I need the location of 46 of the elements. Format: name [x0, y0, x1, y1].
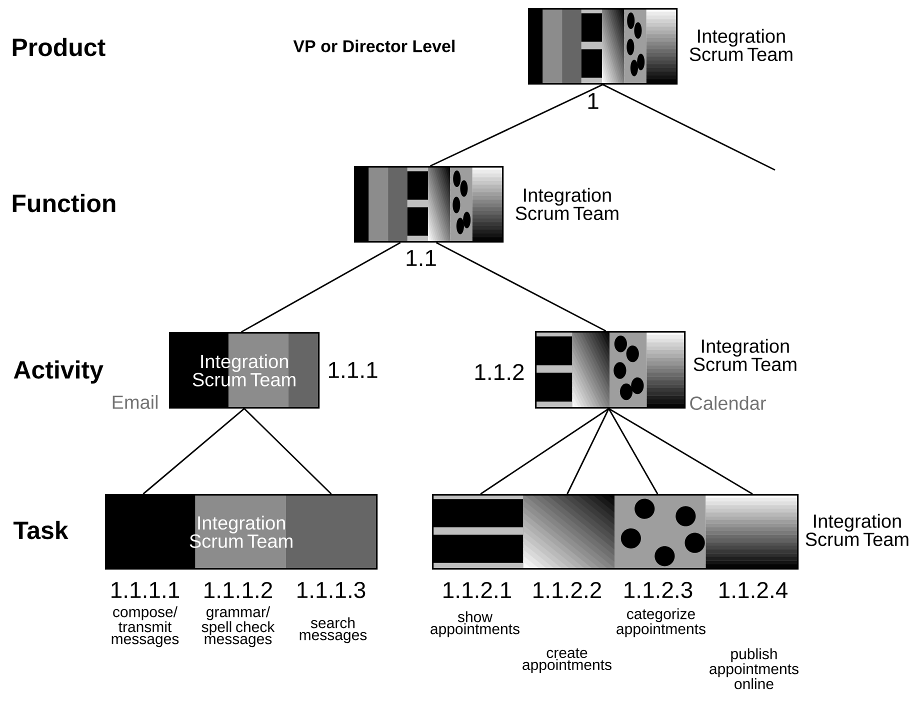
connector-line: [430, 84, 604, 167]
segment-block: [523, 494, 614, 568]
level-heading: Function: [12, 194, 116, 212]
level-note: VP or Director Level: [293, 40, 454, 52]
connector-line: [480, 408, 610, 495]
area-label: Email: [112, 395, 158, 409]
task-number: 1.1.2.1: [444, 582, 512, 598]
task-description: categorize appointments: [616, 608, 706, 638]
task-number: 1.1.1.2: [204, 582, 272, 598]
task-description: grammar/ spell check messages: [202, 606, 275, 648]
team-label: Integration Scrum Team: [806, 514, 908, 546]
task-number: 1.1.1.1: [112, 582, 180, 598]
task-description: create appointments: [522, 648, 612, 673]
task-description: publish appointments online: [710, 648, 798, 690]
segment-block: [614, 494, 706, 568]
task-number: 1.1.1.3: [298, 582, 366, 598]
team-label: Integration Scrum Team: [690, 28, 792, 62]
level-number: 1.1.1: [328, 362, 378, 378]
level-number: 1: [588, 93, 598, 109]
level-heading: Product: [12, 38, 106, 56]
level-number: 1.1: [406, 250, 436, 266]
team-box: [432, 494, 799, 570]
segment-block: [432, 494, 524, 568]
task-description: search messages: [300, 617, 367, 644]
connector-line: [240, 242, 401, 333]
connector-line: [142, 408, 245, 495]
area-label: Calendar: [690, 396, 766, 410]
team-box: [354, 166, 504, 243]
task-number: 1.1.2.2: [534, 582, 602, 598]
connector-line: [602, 84, 776, 171]
task-number: 1.1.2.4: [720, 582, 788, 598]
level-heading: Activity: [14, 360, 104, 384]
connector-line: [244, 408, 332, 495]
level-heading: Task: [13, 520, 68, 540]
connector-line: [608, 408, 753, 495]
connector-line: [566, 408, 610, 494]
task-description: show appointments: [430, 611, 520, 638]
team-label: Integration Scrum Team: [694, 338, 796, 372]
level-number: 1.1.2: [475, 364, 524, 380]
task-number: 1.1.2.3: [624, 582, 692, 598]
team-box: [528, 8, 678, 85]
connector-line: [608, 408, 658, 494]
connector-line: [436, 242, 606, 332]
team-label: Integration Scrum Team: [516, 188, 618, 220]
team-box: [535, 331, 686, 409]
task-description: compose/ transmit messages: [112, 606, 179, 648]
